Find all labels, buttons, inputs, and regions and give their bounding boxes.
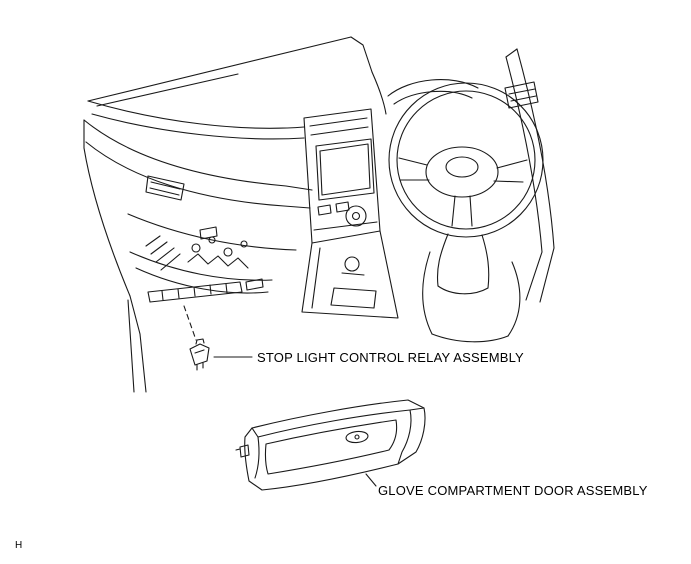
left-dash-face xyxy=(83,119,313,251)
center-console xyxy=(301,230,399,319)
instrument-cluster xyxy=(371,71,479,115)
page-marker: H xyxy=(15,540,23,551)
glove-box-door-illustration xyxy=(235,399,426,491)
relay-dashed-leader-line xyxy=(183,305,197,341)
left-lower-panel xyxy=(83,119,147,393)
relay-component xyxy=(189,338,210,371)
glove-compartment-door-label: GLOVE COMPARTMENT DOOR ASSEMBLY xyxy=(378,483,648,498)
center-stack xyxy=(303,108,381,244)
glove-label-leader-line xyxy=(365,473,377,487)
steering-column xyxy=(422,233,521,343)
under-dash-detail xyxy=(129,226,273,303)
relay-assembly-label: STOP LIGHT CONTROL RELAY ASSEMBLY xyxy=(257,350,524,365)
dash-top-surface xyxy=(87,100,305,140)
right-door-panel xyxy=(504,48,555,303)
windshield-edge xyxy=(87,36,373,107)
